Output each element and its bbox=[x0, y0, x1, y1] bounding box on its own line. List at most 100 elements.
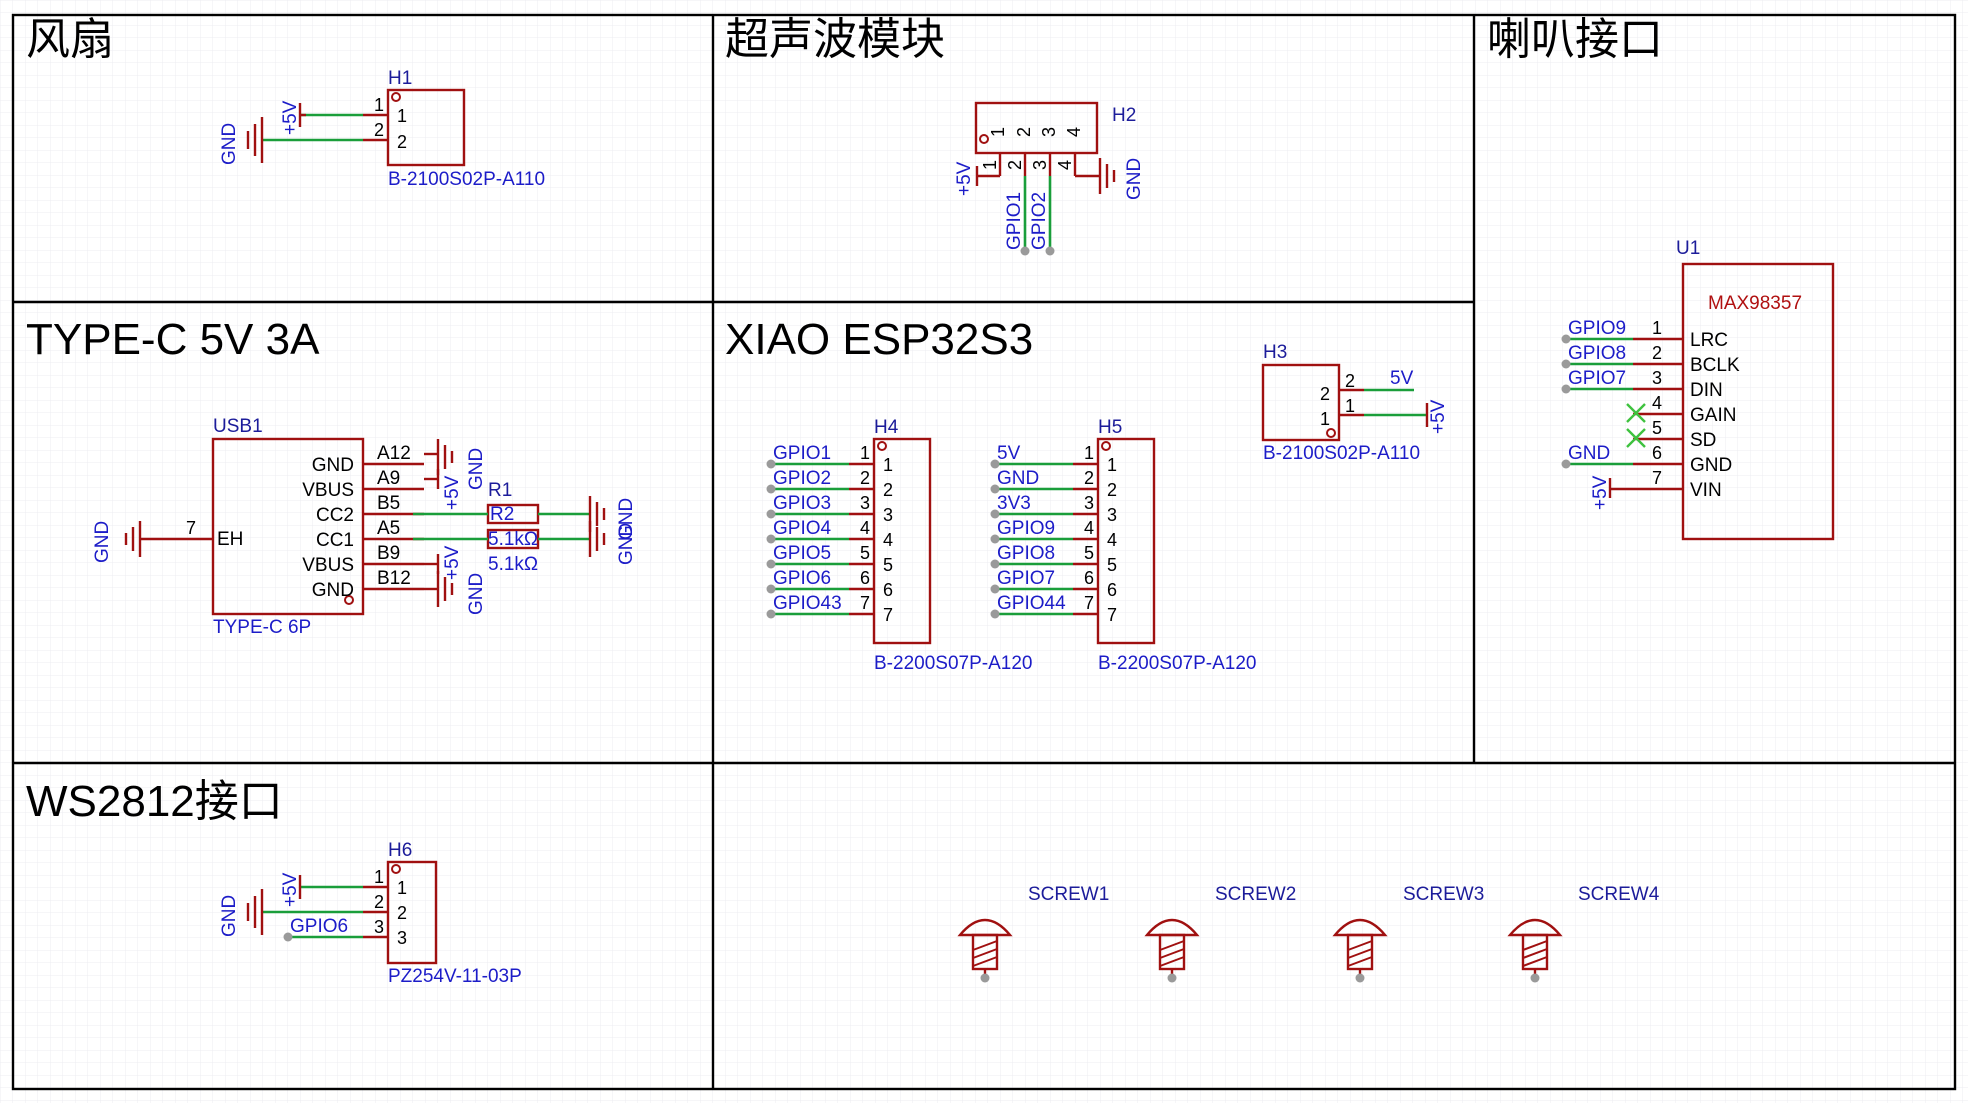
h2-gpio2-net: GPIO2 bbox=[1029, 192, 1050, 250]
usb1-body bbox=[211, 437, 365, 616]
h3-5v-net: 5V bbox=[1390, 368, 1414, 389]
screw-head bbox=[1507, 918, 1563, 937]
ground-symbol bbox=[124, 521, 142, 557]
h3-plus5v-net: +5V bbox=[1428, 399, 1449, 434]
u1-net-label: GND bbox=[1568, 443, 1610, 464]
wire-end-dot bbox=[1530, 973, 1540, 983]
header-net-label: 3V3 bbox=[997, 493, 1031, 514]
h2-pin-label: 1 bbox=[988, 127, 1008, 137]
r2-ref: R2 bbox=[490, 504, 514, 525]
section-title-speaker: 喇叭接口 bbox=[1487, 15, 1663, 64]
u1-pin-name: GAIN bbox=[1690, 405, 1736, 426]
header-net-label: GPIO44 bbox=[997, 593, 1066, 614]
usb1-pin-name: VBUS bbox=[302, 555, 354, 576]
screw-symbol[interactable]: SCREW2 bbox=[1144, 884, 1296, 983]
h3-part: B-2100S02P-A110 bbox=[1263, 443, 1420, 464]
section-title-xiao: XIAO ESP32S3 bbox=[725, 315, 1033, 364]
usb1-pin-name: VBUS bbox=[302, 480, 354, 501]
ultrasonic-connector-h2[interactable]: H2 1 2 3 4 1 2 3 4 bbox=[974, 101, 1136, 176]
wire-end-dot bbox=[1561, 384, 1571, 394]
wire-end-dot bbox=[1045, 246, 1055, 256]
screw-thread bbox=[1522, 940, 1548, 951]
u1-pin-name: BCLK bbox=[1690, 355, 1740, 376]
h6-ref: H6 bbox=[388, 840, 412, 861]
wire-end-dot bbox=[990, 509, 1000, 519]
h3-pin-label: 1 bbox=[1320, 409, 1330, 429]
ws2812-connector-h6[interactable]: H6 1 2 3 1 2 3 PZ254V-11-03P bbox=[363, 840, 522, 987]
ground-symbol bbox=[246, 889, 264, 935]
wire-end-dot bbox=[990, 559, 1000, 569]
u1-pin-name: VIN bbox=[1690, 480, 1722, 501]
header-net-label: GPIO2 bbox=[773, 468, 831, 489]
screw-symbol[interactable]: SCREW3 bbox=[1332, 884, 1484, 983]
h4-body bbox=[872, 437, 932, 645]
header-pin-num: 1 bbox=[1084, 443, 1094, 463]
usb1-pin-id: B12 bbox=[377, 568, 411, 589]
ground-symbol bbox=[246, 117, 264, 163]
h6-pin-label: 1 bbox=[397, 878, 407, 898]
screw-symbol[interactable]: SCREW4 bbox=[1507, 884, 1660, 983]
u1-pin-name: SD bbox=[1690, 430, 1716, 451]
fan-connector-h1[interactable]: H1 1 2 1 2 B-2100S02P-A110 bbox=[363, 68, 545, 190]
screw-thread bbox=[1347, 956, 1373, 967]
wire-end-dot bbox=[990, 459, 1000, 469]
u1-vin-net: +5V bbox=[1590, 475, 1611, 510]
wire-end-dot bbox=[990, 609, 1000, 619]
h2-pin-label: 2 bbox=[1014, 127, 1034, 137]
u1-pin-name: DIN bbox=[1690, 380, 1723, 401]
screw-thread bbox=[1522, 948, 1548, 959]
header-pin-label: 5 bbox=[1107, 555, 1117, 575]
section-title-typec: TYPE-C 5V 3A bbox=[26, 315, 320, 364]
header-net-label: GPIO7 bbox=[997, 568, 1055, 589]
u1-pin-num: 6 bbox=[1652, 443, 1662, 463]
header-pin-num: 7 bbox=[1084, 593, 1094, 613]
h3-pin-label: 2 bbox=[1320, 384, 1330, 404]
h1-pin1-label: 1 bbox=[397, 106, 407, 126]
h1-body bbox=[386, 88, 466, 167]
speaker-amp-u1[interactable]: U1 MAX98357 1LRC2BCLK3DIN4GAIN5SD6GND7VI… bbox=[1633, 238, 1835, 541]
ground-symbol bbox=[1098, 158, 1116, 194]
screw-ref: SCREW1 bbox=[1028, 884, 1109, 905]
fan-5v-net: +5V bbox=[280, 100, 301, 135]
section-frames bbox=[11, 13, 1957, 1091]
xiao-header-h4[interactable]: H4 11GPIO122GPIO233GPIO344GPIO455GPIO566… bbox=[766, 417, 1033, 674]
wire-end-dot bbox=[1355, 973, 1365, 983]
xiao-connector-h3[interactable]: H3 2 1 2 1 B-2100S02P-A110 bbox=[1261, 342, 1420, 464]
header-pin-num: 4 bbox=[1084, 518, 1094, 538]
u1-net-label: GPIO9 bbox=[1568, 318, 1626, 339]
usb1-pin-id: A12 bbox=[377, 443, 411, 464]
header-net-label: GPIO4 bbox=[773, 518, 832, 539]
screw-thread bbox=[1159, 956, 1185, 967]
section-title-fan: 风扇 bbox=[26, 15, 114, 64]
section-title-ultrasonic: 超声波模块 bbox=[725, 15, 945, 64]
header-pin-label: 3 bbox=[883, 505, 893, 525]
no-connect-marker bbox=[1626, 403, 1646, 423]
resistor-r1[interactable]: 5.1kΩ bbox=[486, 528, 540, 550]
h5-part: B-2200S07P-A120 bbox=[1098, 653, 1256, 674]
wire-end-dot bbox=[766, 559, 776, 569]
header-pin-label: 7 bbox=[883, 605, 893, 625]
outer-frame bbox=[11, 13, 1957, 1091]
h3-body bbox=[1261, 363, 1341, 442]
h6-gnd-net: GND bbox=[219, 895, 240, 937]
h2-ref: H2 bbox=[1112, 105, 1136, 126]
header-pin-label: 6 bbox=[1107, 580, 1117, 600]
usb1-pin-name: CC2 bbox=[316, 505, 354, 526]
screw-symbol[interactable]: SCREW1 bbox=[957, 884, 1109, 983]
h3-pin-num: 1 bbox=[1345, 396, 1355, 416]
screw-thread bbox=[972, 948, 998, 959]
header-pin-label: 4 bbox=[883, 530, 893, 550]
header-pin-num: 5 bbox=[1084, 543, 1094, 563]
header-pin-label: 1 bbox=[883, 455, 893, 475]
wire-end-dot bbox=[990, 484, 1000, 494]
xiao-header-h5[interactable]: H5 115V22GND333V344GPIO955GPIO866GPIO777… bbox=[990, 417, 1257, 674]
u1-pin-num: 2 bbox=[1652, 343, 1662, 363]
pin1-marker bbox=[1326, 428, 1336, 438]
usb-typec-connector[interactable]: USB1 EH 7 A12GNDA9VBUSB5CC2A5CC1B9VBUSB1… bbox=[140, 416, 424, 638]
header-pin-num: 3 bbox=[860, 493, 870, 513]
h2-5v-net: +5V bbox=[954, 161, 975, 196]
wire-end-dot bbox=[766, 484, 776, 494]
h6-5v-net: +5V bbox=[280, 872, 301, 907]
